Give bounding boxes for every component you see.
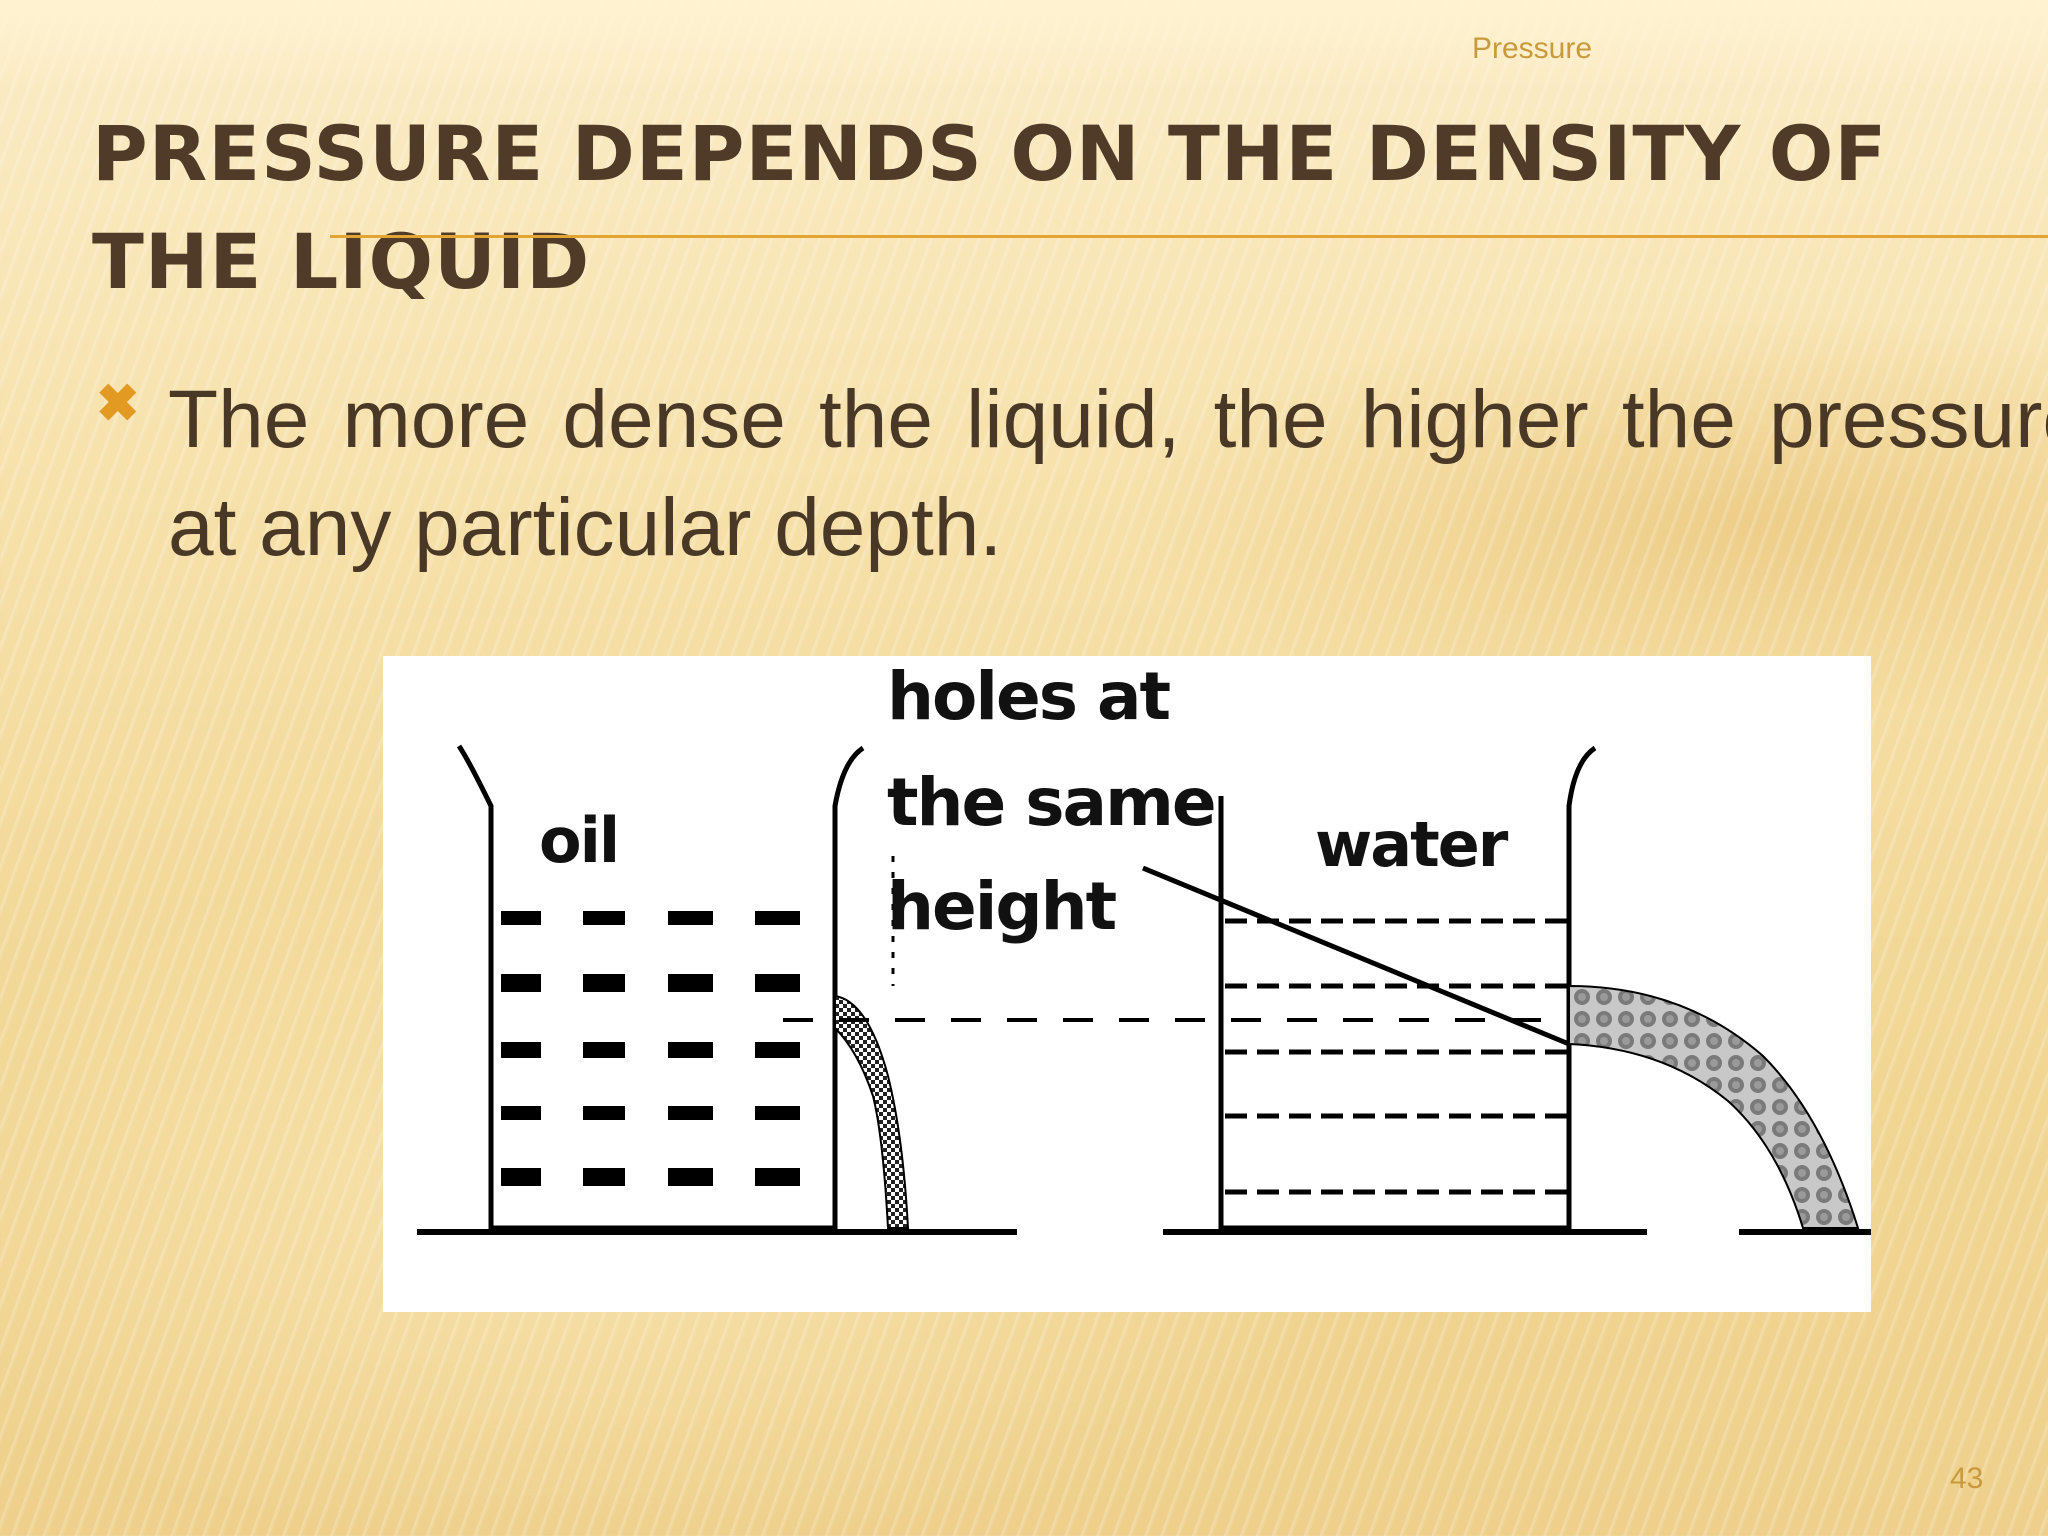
title-underline-rule bbox=[330, 235, 2048, 238]
water-jet bbox=[1568, 984, 1860, 1229]
density-pressure-diagram: oil water holes at the same height bbox=[383, 656, 1871, 1312]
water-container bbox=[1218, 745, 1597, 1231]
annotation-pointer-water bbox=[1142, 865, 1570, 1047]
section-label: Pressure bbox=[1472, 32, 1593, 65]
slide-title: PRESSURE DEPENDS ON THE DENSITY OF THE L… bbox=[92, 109, 1888, 306]
water-level-dashes bbox=[1225, 918, 1573, 1195]
annotation-line-1: holes at bbox=[887, 658, 1171, 735]
oil-label: oil bbox=[539, 804, 620, 877]
oil-level-dashes bbox=[501, 911, 800, 1186]
page-number: 43 bbox=[1950, 1462, 1984, 1495]
x-mark-bullet-icon: ✖ bbox=[96, 375, 140, 433]
top-band bbox=[0, 0, 2048, 90]
oil-jet bbox=[834, 994, 910, 1229]
water-label: water bbox=[1315, 808, 1508, 881]
diagram-drawing bbox=[417, 744, 1871, 1235]
bullet-text: The more dense the liquid, the higher th… bbox=[168, 374, 2048, 573]
annotation-line-3: height bbox=[887, 868, 1117, 945]
oil-container bbox=[456, 744, 865, 1231]
annotation-line-2: the same bbox=[887, 764, 1217, 841]
